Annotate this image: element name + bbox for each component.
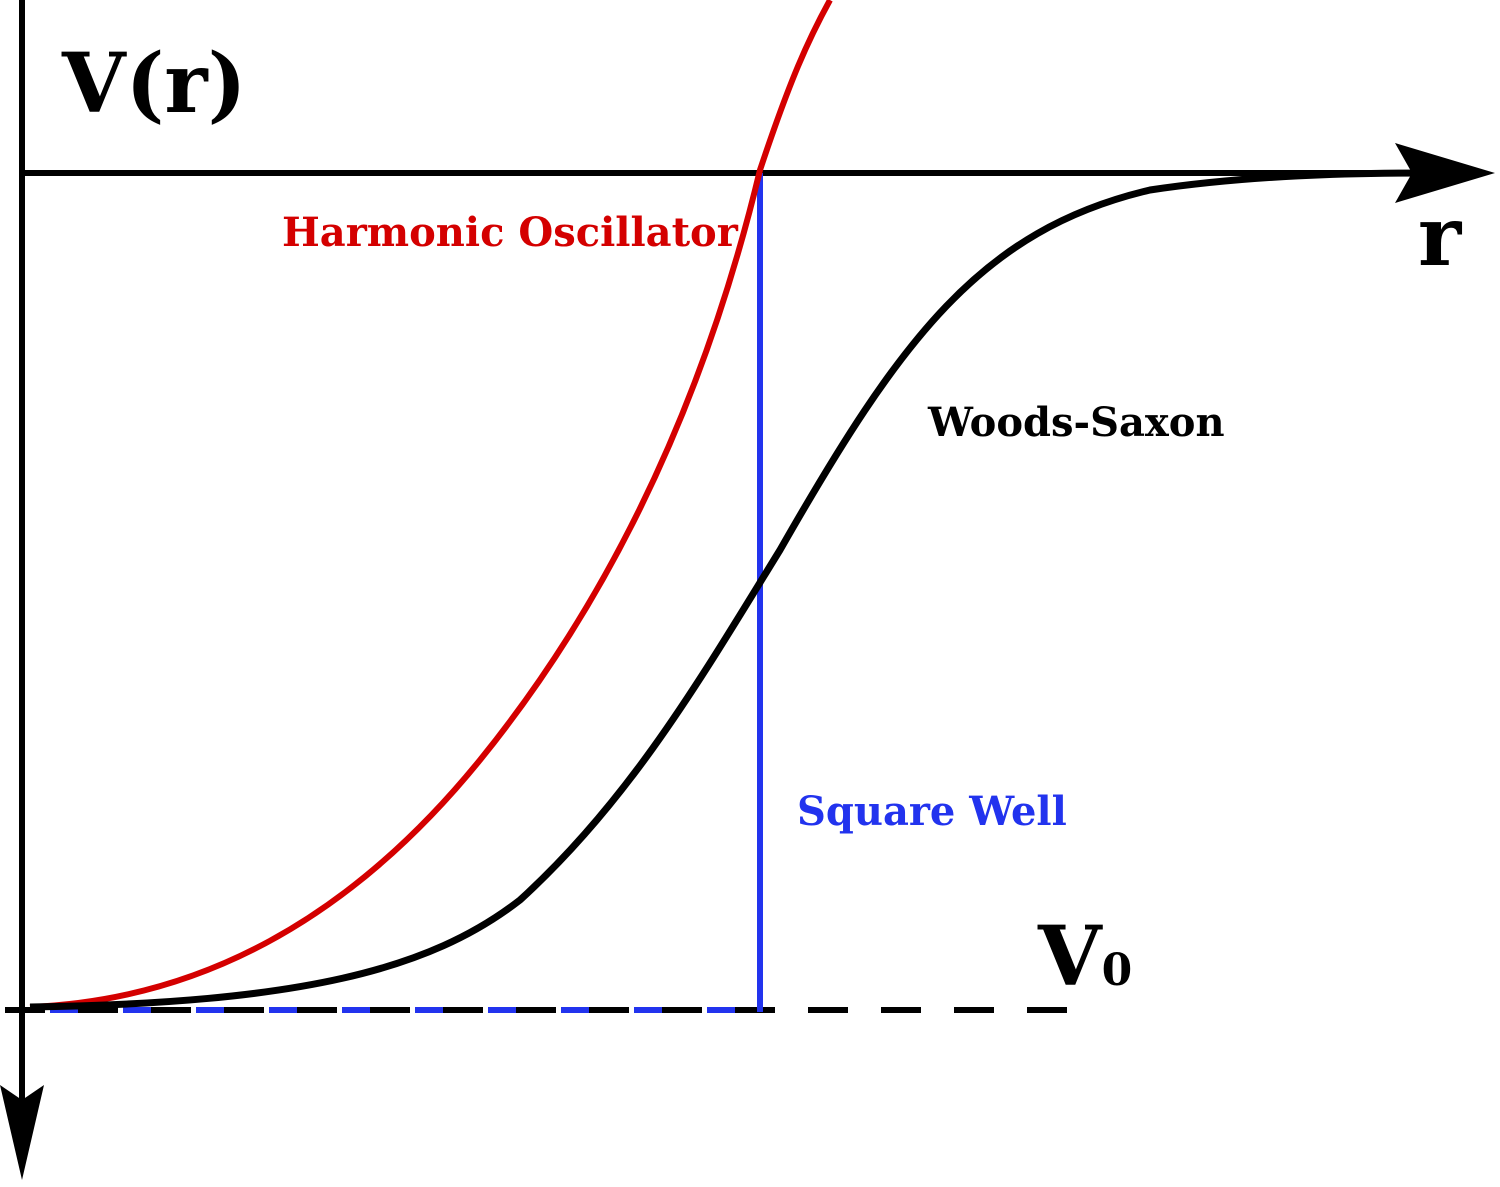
y-axis-arrowhead: [0, 1085, 44, 1180]
x-axis-arrowhead: [1395, 143, 1495, 203]
woods-saxon-curve: [29, 169, 1431, 1011]
depth-label-subscript: 0: [1102, 945, 1133, 996]
depth-label-main: V: [1037, 909, 1103, 1005]
depth-label: V0: [1037, 909, 1132, 1005]
harmonic-oscillator-label: Harmonic Oscillator: [282, 209, 739, 256]
square-well-label: Square Well: [797, 788, 1067, 835]
x-axis-label: r: [1418, 189, 1463, 285]
y-axis-label: V(r): [61, 36, 246, 132]
harmonic-oscillator-curve: [29, 0, 833, 1010]
woods-saxon-label: Woods-Saxon: [927, 399, 1225, 446]
